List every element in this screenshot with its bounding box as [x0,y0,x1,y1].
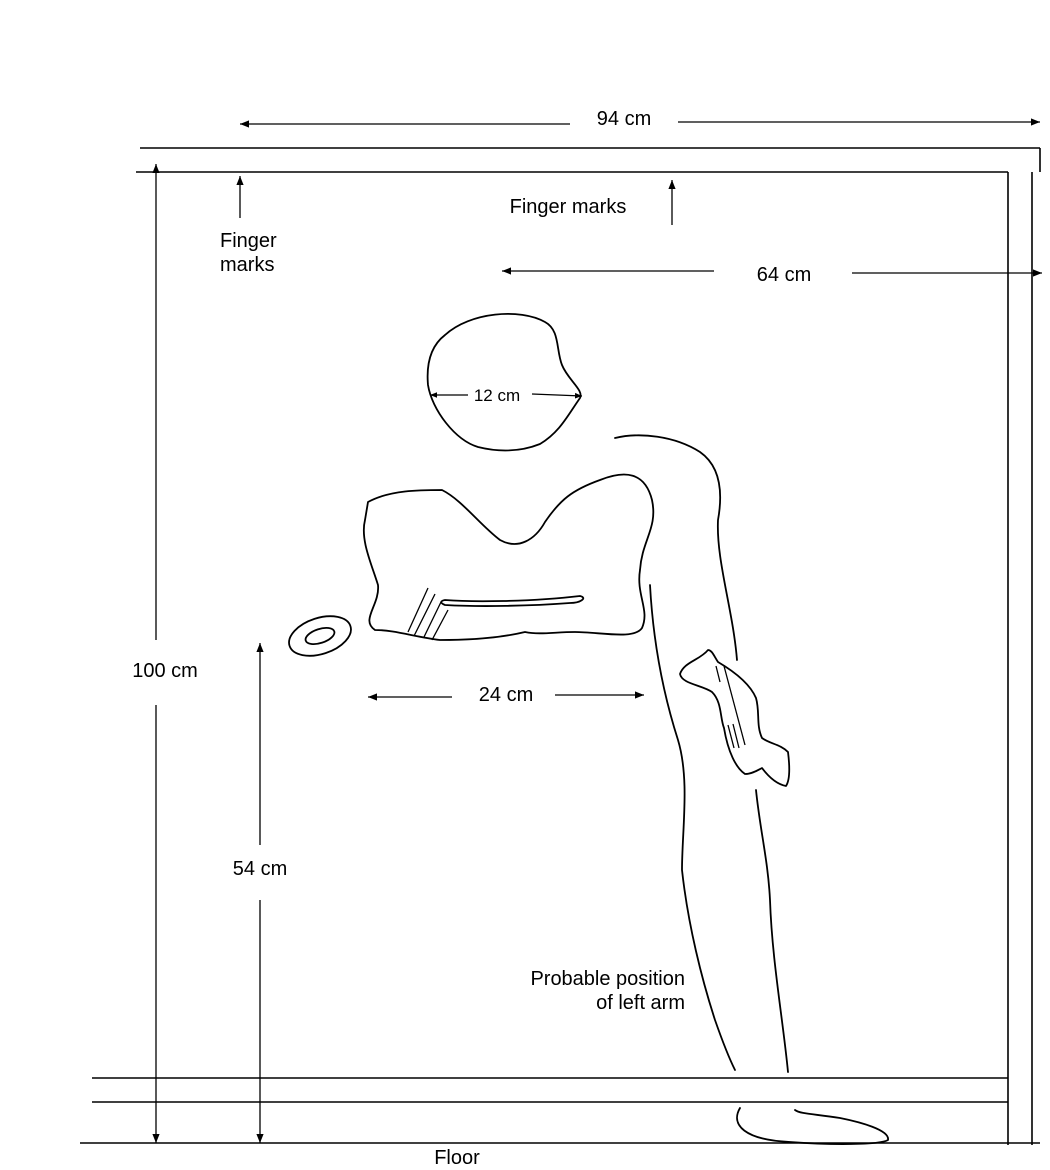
dimension-100: 100 cm [132,164,198,1143]
label-94cm: 94 cm [597,108,651,130]
torso-inner-stroke [440,595,585,607]
arm-outline [614,434,889,1145]
label-24cm: 24 cm [479,684,533,706]
finger-marks-left: Finger marks [220,176,277,276]
arm-note: Probable position of left arm [530,968,685,1014]
label-12cm: 12 cm [474,386,520,405]
label-54cm: 54 cm [233,858,287,880]
label-100cm: 100 cm [132,660,198,682]
finger-marks-right: Finger marks [510,180,676,225]
dimension-24: 24 cm [368,684,644,706]
left-arm-stain [679,649,791,787]
torso-stain [363,473,655,641]
frame-bottom [80,1077,1040,1144]
torso-hatch-marks [407,587,449,641]
frame-top [136,147,1041,173]
label-arm-note-2: of left arm [596,992,685,1014]
label-floor: Floor [434,1147,480,1169]
label-64cm: 64 cm [757,264,811,286]
label-finger-marks-right: Finger marks [510,196,627,218]
frame-right [1007,172,1033,1145]
head-stain: 12 cm [426,313,583,452]
dimension-64: 64 cm [502,264,1042,286]
dimension-94: 94 cm [240,108,1040,130]
label-finger-left-1: Finger [220,230,277,252]
dimension-54: 54 cm [233,643,287,1143]
label-finger-left-2: marks [220,254,274,276]
ring-stain [288,615,352,657]
label-arm-note-1: Probable position [530,968,685,990]
